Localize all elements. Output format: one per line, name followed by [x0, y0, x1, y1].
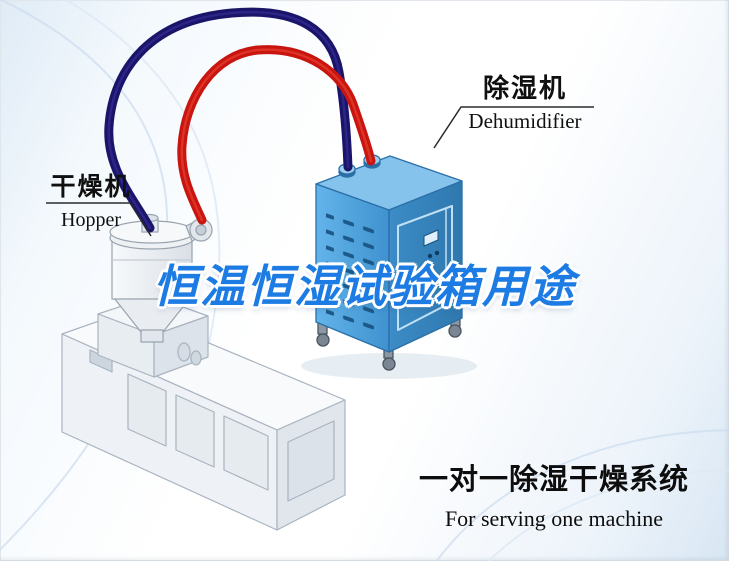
caster-wheel	[382, 357, 396, 371]
extruder-panel	[127, 373, 167, 447]
control-display	[423, 229, 439, 247]
system-caption: 一对一除湿干燥系统 For serving one machine	[408, 456, 700, 532]
caster-wheel	[316, 333, 330, 347]
hopper-pointer-line	[46, 202, 152, 237]
extruder-panel	[223, 415, 269, 491]
blower-hub	[195, 224, 207, 236]
dehumidifier-pointer-line	[433, 106, 594, 149]
dehumidifier-side-face	[388, 180, 463, 353]
dehumidifier-machine	[315, 154, 463, 371]
label-pointer-lines	[46, 106, 594, 237]
barrel-ring	[190, 350, 202, 366]
dry-air-hose-highlight	[180, 48, 373, 222]
dehumidifier-vent-grille	[326, 202, 380, 338]
system-caption-cn: 一对一除湿干燥系统	[418, 464, 689, 496]
extruder-machine	[61, 295, 346, 531]
dehumidifier-label-en: Dehumidifier	[468, 108, 582, 133]
hopper-neck	[140, 329, 164, 343]
control-knob	[427, 253, 433, 259]
barrel-ring	[177, 342, 191, 362]
caster-wheel	[448, 324, 462, 338]
hopper-label: 干燥机 Hopper	[42, 173, 140, 231]
title-overlay: 恒温恒湿试验箱用途	[152, 261, 577, 312]
dehumidifier-label-cn: 除湿机	[482, 73, 567, 103]
dehumidifier-door	[397, 205, 453, 331]
control-knob	[434, 250, 440, 256]
system-caption-en: For serving one machine	[444, 506, 664, 531]
extruder-panel	[175, 394, 215, 468]
extruder-end-panel	[287, 420, 335, 502]
return-air-hose-navy	[104, 7, 353, 233]
hopper-machine	[109, 213, 213, 343]
hopper-label-en: Hopper	[61, 208, 121, 231]
dehumidifier-label: 除湿机 Dehumidifier	[452, 74, 598, 133]
hopper-label-cn: 干燥机	[50, 173, 132, 201]
hoses	[104, 7, 376, 233]
